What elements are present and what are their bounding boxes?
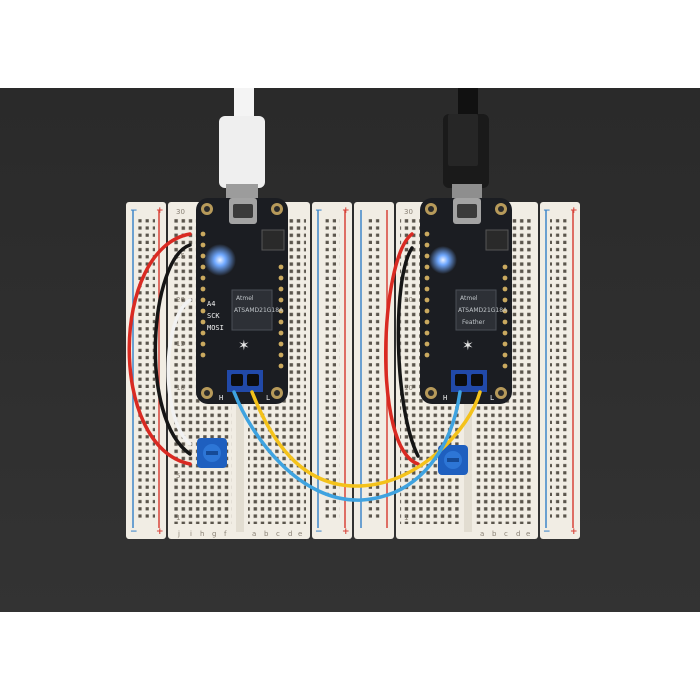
svg-text:25: 25	[176, 252, 185, 260]
silk-l: L	[490, 394, 494, 402]
svg-text:✶: ✶	[238, 338, 250, 354]
svg-text:30: 30	[404, 208, 413, 216]
svg-text:5: 5	[176, 472, 180, 480]
svg-text:e: e	[298, 530, 302, 538]
svg-text:−: −	[315, 527, 323, 537]
svg-text:−: −	[130, 527, 138, 537]
svg-text:−: −	[543, 206, 551, 216]
led-blue-left	[204, 244, 236, 276]
svg-text:−: −	[130, 206, 138, 216]
svg-text:i: i	[190, 530, 192, 538]
chip-brand: Atmel	[236, 295, 254, 302]
svg-text:a: a	[480, 530, 484, 538]
svg-text:+: +	[570, 206, 578, 216]
svg-text:−: −	[543, 527, 551, 537]
feather-board-left: Atmel ATSAMD21G18A A4 SCK MOSI ✶ H L	[196, 198, 288, 404]
svg-text:−: −	[315, 206, 323, 216]
svg-text:j: j	[177, 530, 180, 538]
svg-text:+: +	[570, 527, 578, 537]
pin-label-mosi: MOSI	[207, 324, 224, 332]
svg-text:c: c	[504, 530, 508, 538]
svg-text:+: +	[342, 527, 350, 537]
svg-text:a: a	[252, 530, 256, 538]
chip-brand-right: Atmel	[460, 295, 478, 302]
svg-text:15: 15	[176, 340, 185, 348]
svg-text:✶: ✶	[462, 338, 474, 354]
svg-text:ATSAMD21G18A: ATSAMD21G18A	[234, 307, 284, 314]
svg-text:+: +	[342, 206, 350, 216]
svg-text:b: b	[264, 530, 269, 538]
silk-h: H	[443, 394, 447, 402]
svg-text:10: 10	[176, 384, 185, 392]
svg-text:20: 20	[176, 296, 185, 304]
chip-part-right: ATSAMD21G18A	[458, 307, 508, 314]
wires-right	[384, 232, 420, 466]
pin-label-a4: A4	[207, 300, 215, 308]
svg-text:g: g	[212, 530, 216, 538]
svg-text:L: L	[266, 394, 270, 402]
feather-board-right: Atmel ATSAMD21G18A Feather ✶ H L	[420, 198, 512, 404]
pin-label-sck: SCK	[207, 312, 220, 320]
potentiometer-right	[438, 445, 468, 475]
potentiometer-left	[197, 438, 227, 468]
usb-cable-white	[219, 88, 265, 210]
svg-text:f: f	[224, 530, 227, 538]
svg-text:1: 1	[176, 514, 180, 522]
svg-text:h: h	[200, 530, 204, 538]
svg-text:d: d	[516, 530, 520, 538]
svg-text:e: e	[526, 530, 530, 538]
wires-left	[127, 232, 192, 466]
svg-text:+: +	[156, 527, 164, 537]
svg-text:+: +	[156, 206, 164, 216]
svg-text:10: 10	[404, 384, 413, 392]
svg-text:H: H	[219, 394, 223, 402]
svg-text:30: 30	[176, 208, 185, 216]
svg-text:d: d	[288, 530, 292, 538]
svg-text:b: b	[492, 530, 497, 538]
silk-board-name: Feather	[462, 319, 485, 326]
led-blue-right	[429, 246, 457, 274]
usb-cable-black	[443, 88, 489, 210]
svg-text:c: c	[276, 530, 280, 538]
svg-text:1: 1	[404, 514, 408, 522]
svg-text:20: 20	[404, 296, 413, 304]
can-bus-wires	[232, 390, 482, 502]
